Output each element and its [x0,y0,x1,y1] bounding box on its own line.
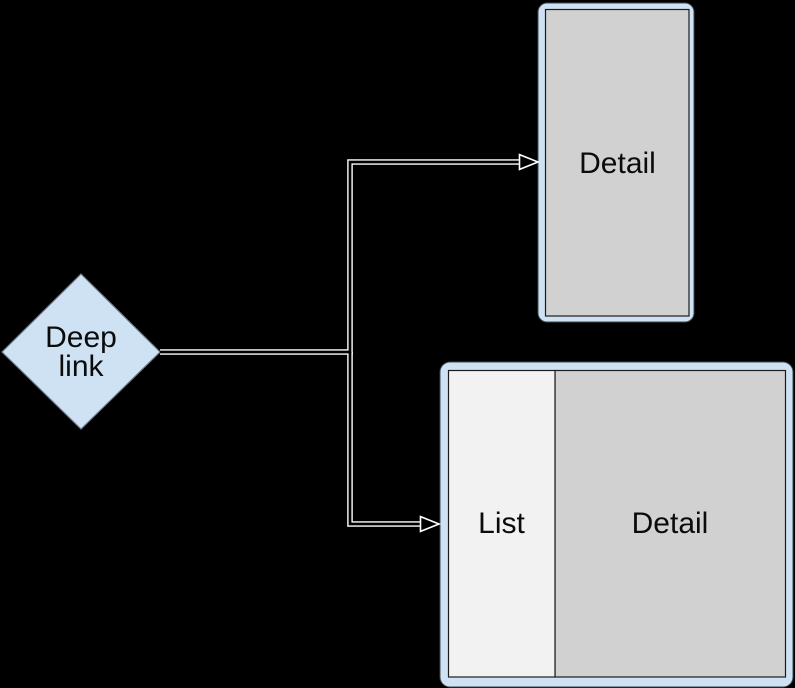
connector-to-detail-outline [160,159,521,355]
tablet-list-pane [447,369,556,678]
arrowhead-to-list-detail-icon [419,515,442,533]
phone-detail-pane [544,8,690,317]
connector-to-list-detail-core [348,352,421,526]
connector-to-list-detail-outline [347,352,421,527]
deep-link-diamond-shape [1,273,161,430]
connector-to-detail-core [160,160,521,354]
tablet-detail-pane [554,369,787,678]
arrowhead-to-detail-icon [518,153,541,171]
